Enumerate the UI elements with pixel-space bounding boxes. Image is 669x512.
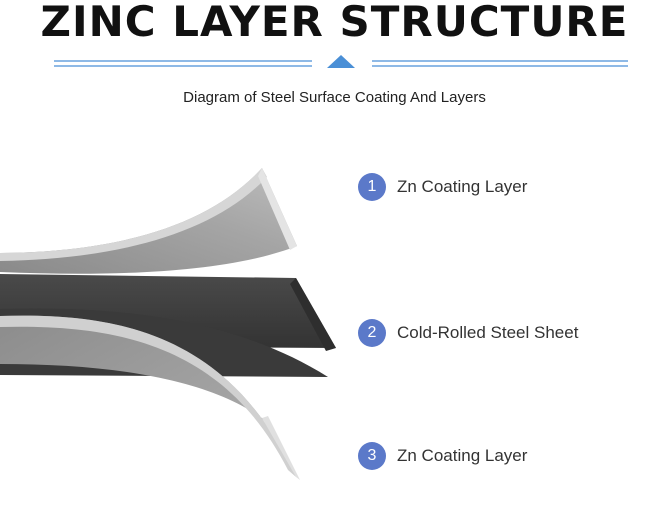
layer-callout-1: 1 Zn Coating Layer	[358, 172, 527, 202]
layer-label-3: Zn Coating Layer	[397, 446, 528, 465]
layer-callout-3: 3 Zn Coating Layer	[358, 441, 527, 471]
diagram-subtitle: Diagram of Steel Surface Coating And Lay…	[183, 89, 486, 106]
zinc-coating-layer-bottom	[0, 315, 300, 480]
zinc-coating-layer-top	[0, 168, 297, 274]
divider-triangle-icon	[327, 55, 355, 68]
title-divider	[54, 55, 628, 68]
layer-structure-illustration	[0, 168, 336, 480]
layer-label-1: Zn Coating Layer	[397, 177, 528, 196]
page-title: ZINC LAYER STRUCTURE	[40, 0, 629, 46]
number-badge-2: 2	[358, 319, 386, 347]
layer-label-2: Cold-Rolled Steel Sheet	[397, 323, 579, 342]
number-badge-3: 3	[358, 442, 386, 470]
layer-callout-2: 2 Cold-Rolled Steel Sheet	[358, 318, 578, 348]
number-badge-1: 1	[358, 173, 386, 201]
